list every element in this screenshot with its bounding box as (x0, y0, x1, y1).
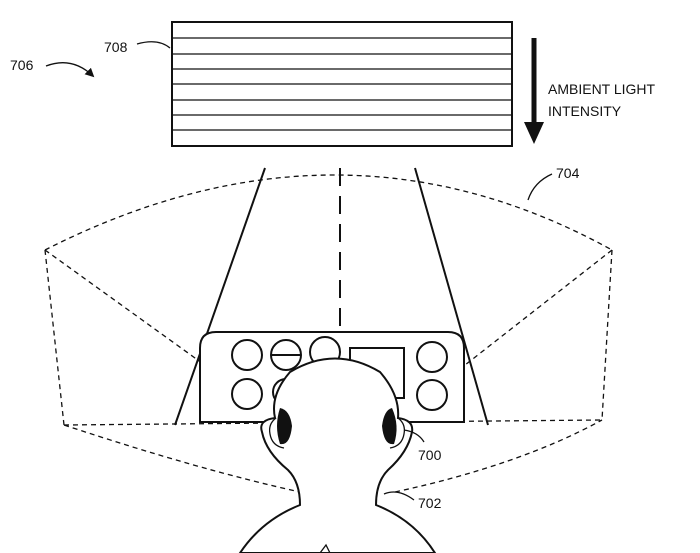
leader-line-702 (384, 492, 414, 500)
leader-line-704 (528, 174, 552, 200)
reference-label-704: 704 (556, 165, 580, 181)
curved-arrow-icon (46, 63, 93, 76)
down-arrow-icon (524, 38, 544, 144)
light-intensity-panel (172, 22, 512, 146)
leader-line-708 (137, 42, 170, 48)
ambient-light-label-line1: AMBIENT LIGHT (548, 81, 656, 97)
ambient-light-label-line2: INTENSITY (548, 103, 622, 119)
reference-label-700: 700 (418, 447, 442, 463)
reference-label-706: 706 (10, 57, 34, 73)
reference-label-708: 708 (104, 39, 128, 55)
reference-label-702: 702 (418, 495, 442, 511)
